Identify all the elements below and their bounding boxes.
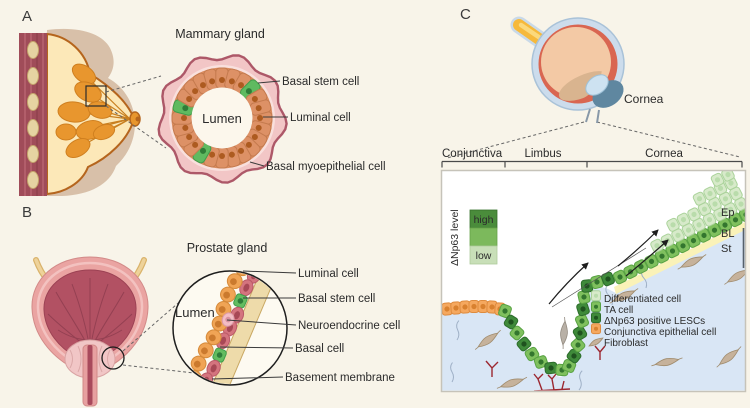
panel-b-letter: B [22,204,32,221]
lumen-label-a: Lumen [202,111,242,126]
np63-low-label: low [476,250,492,262]
region-label-conjunctiva: Conjunctiva [442,148,503,160]
panel-a-letter: A [22,8,32,25]
legend-conjunctiva-epithelial-cell: Conjunctiva epithelial cell [604,327,716,338]
urethra [82,344,98,407]
dashed-connector-a [105,75,167,149]
np63-high-label: high [474,214,494,226]
label-basal-stem-cell-a: Basal stem cell [282,76,359,88]
np63-mid-swatch [469,227,498,247]
label-basal-stem-cell-b: Basal stem cell [298,293,375,305]
dashed-connector-b [122,290,195,374]
leader-myoepithelial-a [249,161,265,167]
bladder-illustration [31,256,195,407]
leader-basal-stem-a [257,80,281,84]
panel-c: Cornea C Conjunctiva Limbus Cornea [440,6,747,393]
leader-neuroendocrine [226,319,297,326]
mammary-gland-title: Mammary gland [175,27,265,41]
epithelium-cells [442,171,745,377]
cornea-eye-label: Cornea [624,92,664,106]
region-axis: Conjunctiva Limbus Cornea [441,148,743,168]
nipple-tip [135,116,141,122]
leader-luminal-b [242,270,297,274]
layer-labels: Ep BL St [721,207,745,268]
legend-differentiated-cell: Differentiated cell [604,294,681,305]
label-basal-myoepithelial-cell: Basal myoepithelial cell [266,161,386,173]
leader-basal-cell [219,346,294,349]
leader-basement-membrane [211,376,284,380]
fibroblasts [474,254,745,389]
label-luminal-cell-a: Luminal cell [290,112,351,124]
breast-illustration [19,28,167,197]
np63-axis-label: ΔNp63 level [449,209,461,266]
region-label-limbus: Limbus [524,148,561,160]
layer-label-ep: Ep [721,207,734,219]
region-bracket [441,160,743,168]
label-basement-membrane: Basement membrane [285,372,395,384]
eye-illustration [510,16,625,124]
lens [585,74,609,96]
basement-layer-band [614,222,745,294]
ribs [27,41,39,189]
panel-a: Lumen Mammary gland A Basal stem cell Lu… [19,8,386,197]
migration-arrows [548,229,669,308]
zoom-circle-marker [101,346,125,370]
np63-low-swatch [469,245,498,265]
collagen-squiggles [450,268,648,391]
cornea-pointer [585,108,600,124]
zoom-square-marker [85,85,107,107]
lumen-label-b: Lumen [175,305,215,320]
mammary-duct [157,54,288,184]
panel-b: Lumen Prostate gland B Luminal cell Basa… [22,204,400,407]
legend-np63-lescs: ΔNp63 positive LESCs [604,316,705,327]
chest-wall-muscle [19,33,47,196]
panel-c-letter: C [460,6,471,23]
label-basal-cell: Basal cell [295,343,344,355]
cell-type-legend: Differentiated cell TA cell ΔNp63 positi… [588,290,716,349]
np63-scale: high low ΔNp63 level [449,209,498,266]
prostate-gland-title: Prostate gland [187,241,268,255]
layer-label-bl: BL [721,228,734,240]
breast-lobules [55,63,131,158]
cornea-box-border [440,169,747,393]
legend-fibroblast: Fibroblast [604,338,648,349]
legend-icons [588,290,604,347]
dashed-connector-c [446,121,741,159]
label-neuroendocrine-cell: Neuroendocrine cell [298,320,400,332]
blood-vessels [485,345,606,391]
region-label-cornea: Cornea [645,148,683,160]
legend-ta-cell: TA cell [604,305,633,316]
label-luminal-cell-b: Luminal cell [298,268,359,280]
layer-label-st: St [721,243,731,255]
